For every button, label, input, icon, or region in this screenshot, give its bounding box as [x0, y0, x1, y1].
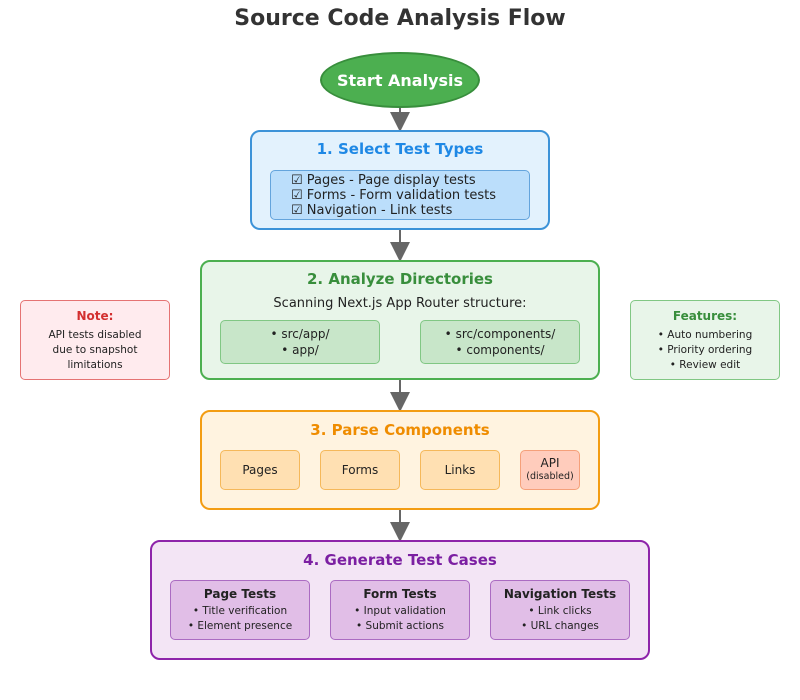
component-directories-box: • src/components/ • components/: [420, 320, 580, 364]
directory-item: • src/app/: [270, 327, 330, 341]
test-type-item: ☑ Forms - Form validation tests: [291, 188, 497, 203]
test-type-item: ☑ Navigation - Link tests: [291, 203, 453, 218]
card-item: • Input validation: [354, 605, 446, 617]
card-title: Page Tests: [203, 587, 277, 601]
feature-item: • Auto numbering: [657, 329, 753, 341]
card-item: • Title verification: [192, 605, 288, 617]
feature-item: • Priority ordering: [657, 344, 753, 356]
form-tests-card: Form Tests • Input validation • Submit a…: [330, 580, 470, 640]
test-type-item: ☑ Pages - Page display tests: [291, 173, 476, 188]
card-item: • Element presence: [187, 620, 293, 632]
api-label: API: [540, 456, 560, 470]
card-item: • URL changes: [521, 620, 599, 632]
step2-subtitle: Scanning Next.js App Router structure:: [273, 296, 527, 311]
step1-test-type-list: ☑ Pages - Page display tests ☑ Forms - F…: [270, 170, 530, 220]
features-title: Features:: [672, 309, 738, 323]
directory-item: • components/: [455, 343, 545, 357]
directory-item: • src/components/: [444, 327, 556, 341]
note-line: API tests disabled: [48, 329, 142, 341]
card-item: • Submit actions: [356, 620, 444, 632]
note-line: due to snapshot: [52, 344, 138, 356]
step2-heading: 2. Analyze Directories: [307, 270, 493, 288]
diagram-title: Source Code Analysis Flow: [234, 6, 566, 31]
navigation-tests-card: Navigation Tests • Link clicks • URL cha…: [490, 580, 630, 640]
start-node: Start Analysis: [320, 52, 480, 108]
api-disabled-label: (disabled): [526, 471, 574, 482]
note-line: limitations: [67, 359, 123, 371]
component-chip-forms: Forms: [320, 450, 400, 490]
directory-item: • app/: [281, 343, 319, 357]
step1-heading: 1. Select Test Types: [316, 140, 484, 158]
step4-heading: 4. Generate Test Cases: [303, 551, 497, 569]
card-title: Form Tests: [363, 587, 437, 601]
component-chip-api-disabled: API (disabled): [520, 450, 580, 490]
step3-heading: 3. Parse Components: [310, 421, 490, 439]
page-tests-card: Page Tests • Title verification • Elemen…: [170, 580, 310, 640]
features-box: Features: • Auto numbering • Priority or…: [630, 300, 780, 380]
card-item: • Link clicks: [528, 605, 592, 617]
feature-item: • Review edit: [669, 359, 741, 371]
component-chip-links: Links: [420, 450, 500, 490]
app-directories-box: • src/app/ • app/: [220, 320, 380, 364]
note-box: Note: API tests disabled due to snapshot…: [20, 300, 170, 380]
card-title: Navigation Tests: [503, 587, 617, 601]
component-chip-pages: Pages: [220, 450, 300, 490]
note-title: Note:: [76, 309, 114, 323]
